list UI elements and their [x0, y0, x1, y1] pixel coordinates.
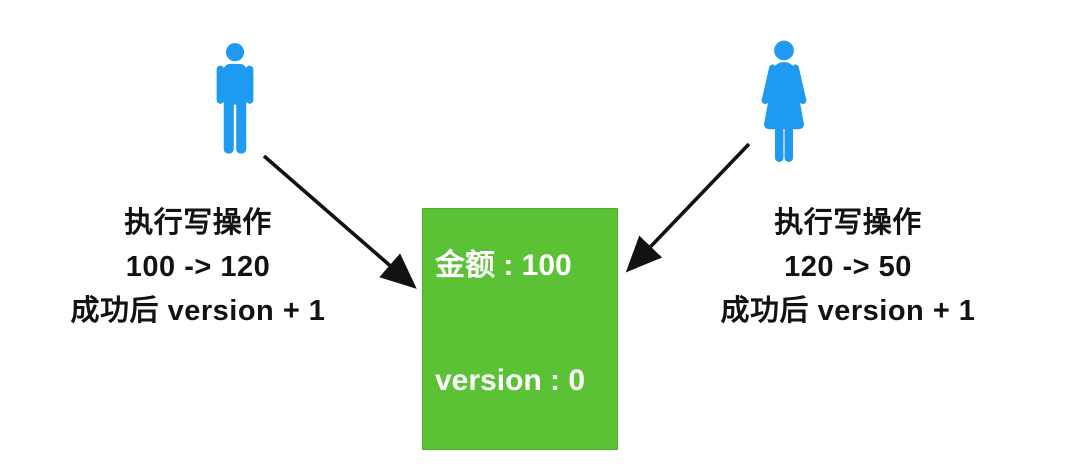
- version-value-line: version : 0: [435, 364, 586, 397]
- right-note-line-3: 成功后 version + 1: [720, 295, 976, 327]
- data-record-box: 金额 : 100 version : 0: [422, 208, 618, 450]
- left-note-line-1: 执行写操作: [124, 207, 272, 239]
- man-icon: [209, 39, 261, 159]
- left-note-line-2: 100 -> 120: [125, 251, 271, 283]
- left-writer-note: 执行写操作 100 -> 120 成功后 version + 1: [26, 201, 370, 333]
- amount-value-line: 金额 : 100: [435, 249, 572, 282]
- right-writer-note: 执行写操作 120 -> 50 成功后 version + 1: [676, 201, 1020, 333]
- right-note-line-2: 120 -> 50: [784, 251, 912, 283]
- right-note-line-1: 执行写操作: [774, 207, 922, 239]
- woman-icon: [754, 39, 814, 165]
- left-note-line-3: 成功后 version + 1: [70, 295, 326, 327]
